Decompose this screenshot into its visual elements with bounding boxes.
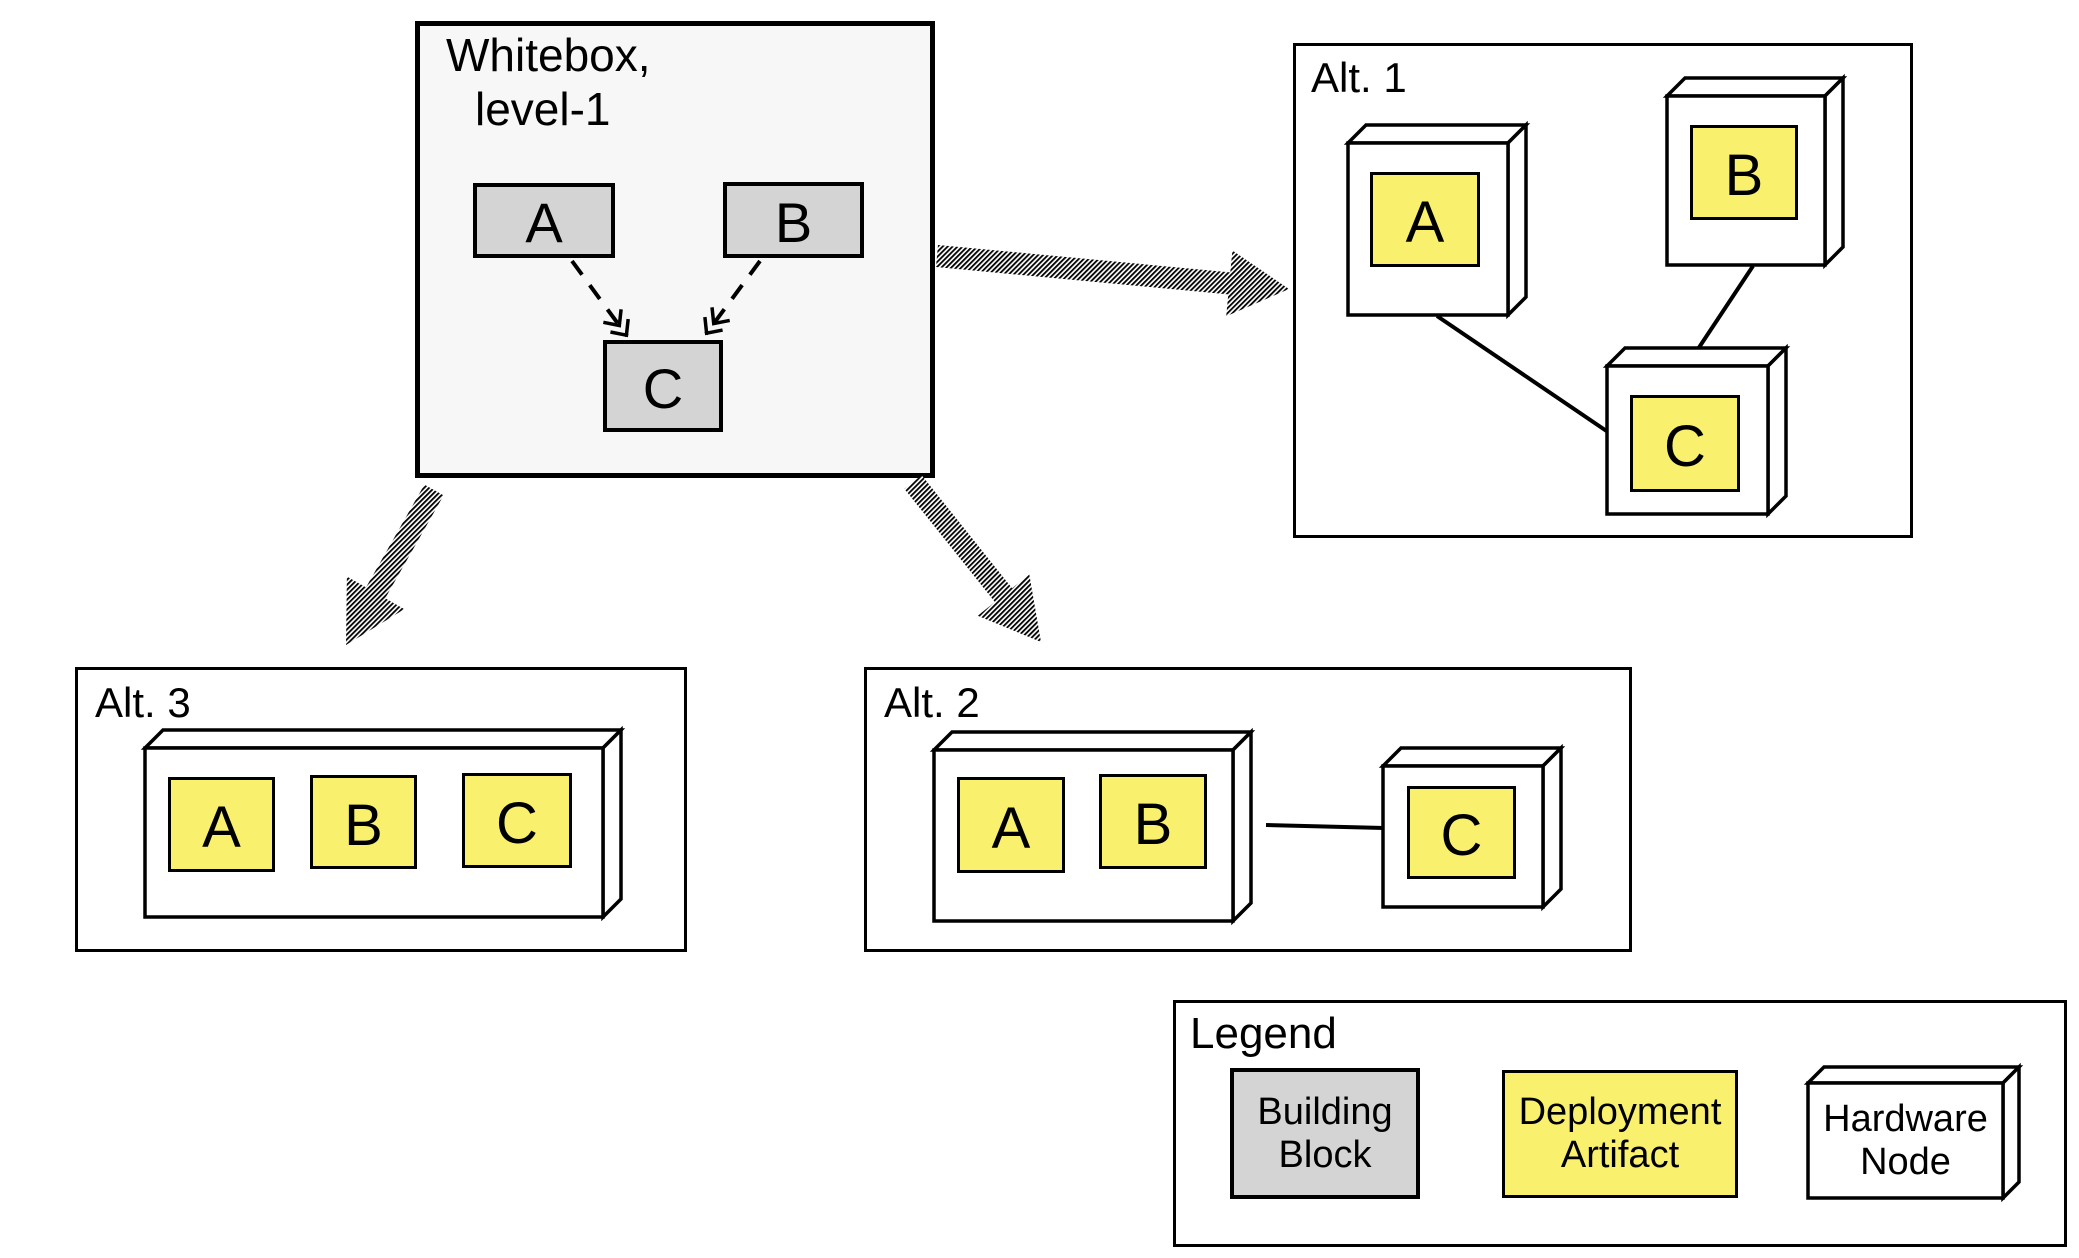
refinement-arrow-to-alt1 xyxy=(936,245,1289,317)
refinement-arrow-to-alt2 xyxy=(904,475,1041,642)
legend-hardware-node-label: Hardware Node xyxy=(1808,1083,2003,1198)
legend-title: Legend xyxy=(1190,1009,1337,1058)
alt3-title-label: Alt. 3 xyxy=(95,679,191,726)
building-block-a: A xyxy=(473,183,615,258)
building-block-b: B xyxy=(723,182,864,258)
alt2-title-label: Alt. 2 xyxy=(884,679,980,726)
dependency-arrow-b-to-c xyxy=(703,259,762,336)
legend-deployment-artifact-line2: Artifact xyxy=(1560,1134,1680,1176)
hardware-node-legend xyxy=(1803,1062,2024,1203)
whitebox-title: Whitebox, level-1 xyxy=(446,28,651,136)
alt3-title: Alt. 3 xyxy=(95,679,191,726)
deployment-artifact-alt3-c: C xyxy=(462,773,572,868)
alt1-title: Alt. 1 xyxy=(1311,54,1407,101)
legend-hardware-node-line1: Hardware xyxy=(1823,1097,1988,1140)
legend-deployment-artifact-line1: Deployment xyxy=(1518,1091,1722,1134)
legend-building-block-line1: Building xyxy=(1257,1090,1393,1133)
building-block-c-label: C xyxy=(642,356,684,420)
deployment-artifact-alt2-a: A xyxy=(957,777,1065,873)
alt1-artifact-a-label: A xyxy=(1405,190,1445,255)
refinement-arrow-to-alt3 xyxy=(346,484,444,645)
legend-building-block: Building Block xyxy=(1230,1068,1420,1199)
whitebox-title-line1: Whitebox, xyxy=(446,29,651,81)
building-block-a-label: A xyxy=(525,191,563,254)
alt2-artifact-a-label: A xyxy=(991,795,1031,861)
alt3-artifact-c-label: C xyxy=(496,791,538,856)
legend-deployment-artifact: Deployment Artifact xyxy=(1502,1070,1738,1198)
alt2-artifact-b-label: B xyxy=(1133,792,1173,857)
alt2-link-ab-c xyxy=(1265,823,1385,830)
dependency-arrow-a-to-c xyxy=(570,259,630,338)
legend-title-label: Legend xyxy=(1190,1009,1337,1058)
alt1-artifact-b-label: B xyxy=(1724,143,1764,208)
deployment-artifact-alt1-a: A xyxy=(1370,172,1480,267)
deployment-artifact-alt2-b: B xyxy=(1099,774,1207,869)
building-block-b-label: B xyxy=(774,190,813,254)
alt1-link-b-c xyxy=(1696,264,1755,351)
alt3-artifact-b-label: B xyxy=(344,792,383,858)
alt2-artifact-c-label: C xyxy=(1440,803,1483,868)
legend-building-block-line2: Block xyxy=(1278,1133,1372,1176)
legend-hardware-node-line2: Node xyxy=(1860,1140,1951,1183)
alt1-link-a-c xyxy=(1435,314,1610,434)
deployment-artifact-alt2-c: C xyxy=(1407,786,1516,879)
whitebox-title-line2: level-1 xyxy=(475,83,611,135)
deployment-artifact-alt1-c: C xyxy=(1630,395,1740,492)
alt1-artifact-c-label: C xyxy=(1664,414,1706,479)
building-block-c: C xyxy=(603,340,723,432)
alt2-title: Alt. 2 xyxy=(884,679,980,726)
deployment-artifact-alt1-b: B xyxy=(1690,125,1798,220)
deployment-artifact-alt3-b: B xyxy=(310,775,417,869)
alt1-title-label: Alt. 1 xyxy=(1311,54,1407,101)
alt3-artifact-a-label: A xyxy=(202,795,241,860)
deployment-artifact-alt3-a: A xyxy=(168,777,275,872)
